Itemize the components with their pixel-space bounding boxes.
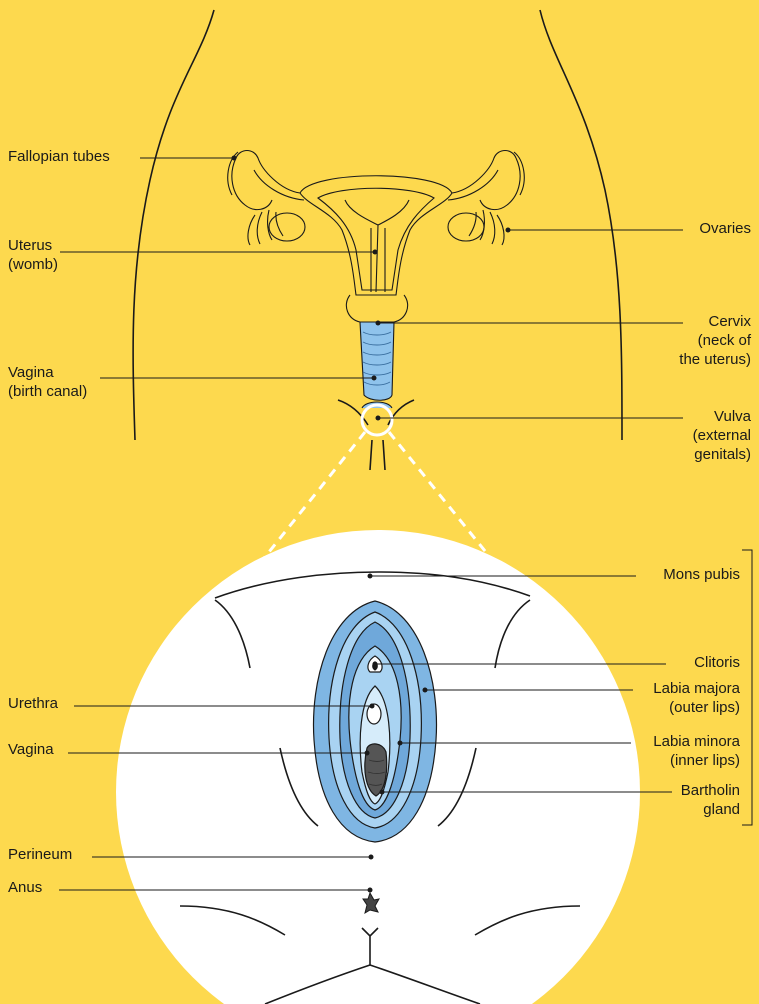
label-vulva: Vulva bbox=[714, 407, 751, 426]
label-bartholin: Bartholin bbox=[681, 781, 740, 800]
label-anus: Anus bbox=[8, 878, 42, 897]
label-bartholin-sub: gland bbox=[703, 800, 740, 819]
vagina-canal bbox=[360, 322, 394, 400]
label-vagina-bottom: Vagina bbox=[8, 740, 54, 759]
label-cervix: Cervix bbox=[708, 312, 751, 331]
label-fallopian-tubes: Fallopian tubes bbox=[8, 147, 110, 166]
label-labia-minora-sub: (inner lips) bbox=[670, 751, 740, 770]
label-vulva-sub2: genitals) bbox=[694, 445, 751, 464]
label-cervix-sub2: the uterus) bbox=[679, 350, 751, 369]
label-uterus: Uterus bbox=[8, 236, 52, 255]
label-mons-pubis: Mons pubis bbox=[663, 565, 740, 584]
label-uterus-sub: (womb) bbox=[8, 255, 58, 274]
label-urethra: Urethra bbox=[8, 694, 58, 713]
uterus-illustration bbox=[228, 151, 525, 323]
body-outline-left bbox=[133, 10, 214, 440]
label-ovaries: Ovaries bbox=[699, 219, 751, 238]
label-vagina-top-sub: (birth canal) bbox=[8, 382, 87, 401]
label-vulva-sub1: (external bbox=[693, 426, 751, 445]
label-perineum: Perineum bbox=[8, 845, 72, 864]
label-labia-majora: Labia majora bbox=[653, 679, 740, 698]
label-clitoris: Clitoris bbox=[694, 653, 740, 672]
leg-gap-lines bbox=[370, 440, 385, 470]
label-cervix-sub1: (neck of bbox=[698, 331, 751, 350]
body-outline-right bbox=[540, 10, 622, 440]
label-labia-minora: Labia minora bbox=[653, 732, 740, 751]
label-vagina-top: Vagina bbox=[8, 363, 54, 382]
label-labia-majora-sub: (outer lips) bbox=[669, 698, 740, 717]
